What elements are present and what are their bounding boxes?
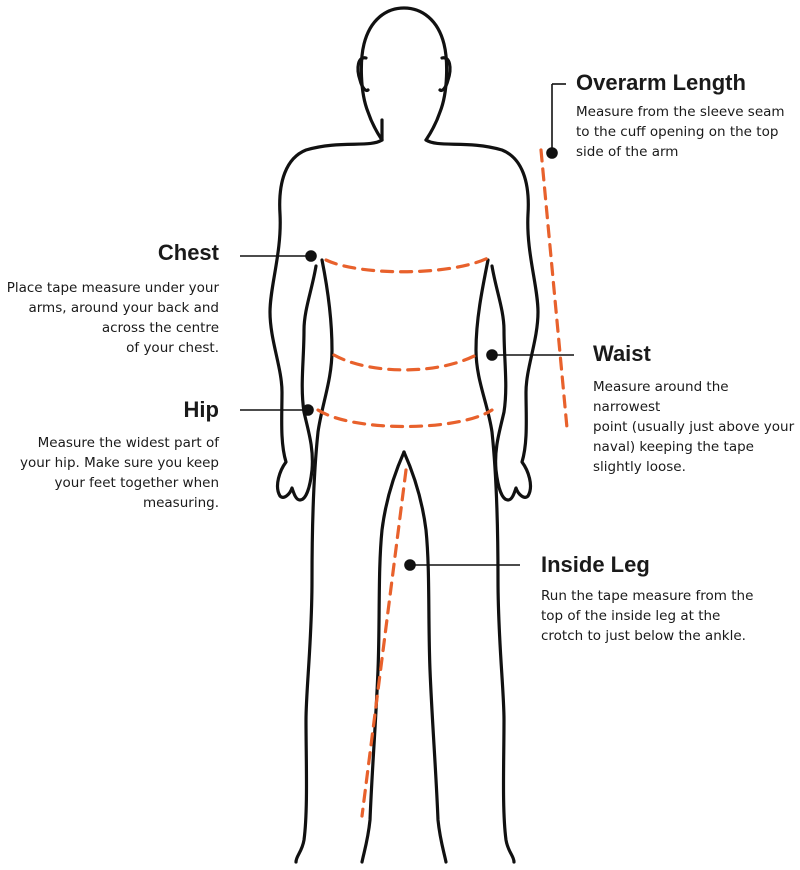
- head-outline: [359, 6, 449, 142]
- right-ear: [438, 56, 452, 93]
- overarm-tape-line: [539, 148, 569, 430]
- torso-right-side: [474, 258, 516, 864]
- overarm-dot: [546, 147, 558, 159]
- body-outline: [268, 6, 540, 864]
- body-main-outline: [268, 118, 540, 502]
- chest-dot: [305, 250, 317, 262]
- overarm-length-label: Overarm Length Measure from the sleeve s…: [576, 70, 796, 162]
- overarm-length-description: Measure from the sleeve seam to the cuff…: [576, 104, 785, 160]
- inside-leg-description: Run the tape measure from the top of the…: [541, 588, 754, 644]
- torso-left-side: [294, 258, 334, 864]
- waist-dot: [486, 349, 498, 361]
- inner-left-leg: [360, 450, 406, 864]
- inner-right-leg: [402, 450, 448, 864]
- waist-description: Measure around the narrowest point (usua…: [593, 379, 795, 475]
- inside-leg-title: Inside Leg: [541, 552, 650, 577]
- tape-lines: [316, 148, 569, 818]
- inside-leg-tape-line: [360, 468, 408, 818]
- left-ear: [356, 56, 370, 93]
- waist-label: Waist Measure around the narrowest point…: [593, 341, 800, 477]
- chest-label: Chest Place tape measure under your arms…: [0, 240, 219, 358]
- chest-tape-line: [324, 256, 490, 274]
- hip-tape-line: [316, 408, 494, 429]
- chest-title: Chest: [157, 240, 219, 265]
- hip-title: Hip: [183, 397, 219, 422]
- chest-description: Place tape measure under your arms, arou…: [6, 280, 219, 356]
- inside-leg-dot: [404, 559, 416, 571]
- waist-tape-line: [332, 352, 480, 372]
- inside-leg-label: Inside Leg Run the tape measure from the…: [541, 552, 800, 646]
- waist-title: Waist: [593, 341, 651, 366]
- leader-lines: [240, 83, 574, 571]
- overarm-length-title: Overarm Length: [576, 70, 746, 95]
- hip-dot: [302, 404, 314, 416]
- hip-description: Measure the widest part of your hip. Mak…: [19, 435, 219, 511]
- hip-label: Hip Measure the widest part of your hip.…: [0, 397, 219, 513]
